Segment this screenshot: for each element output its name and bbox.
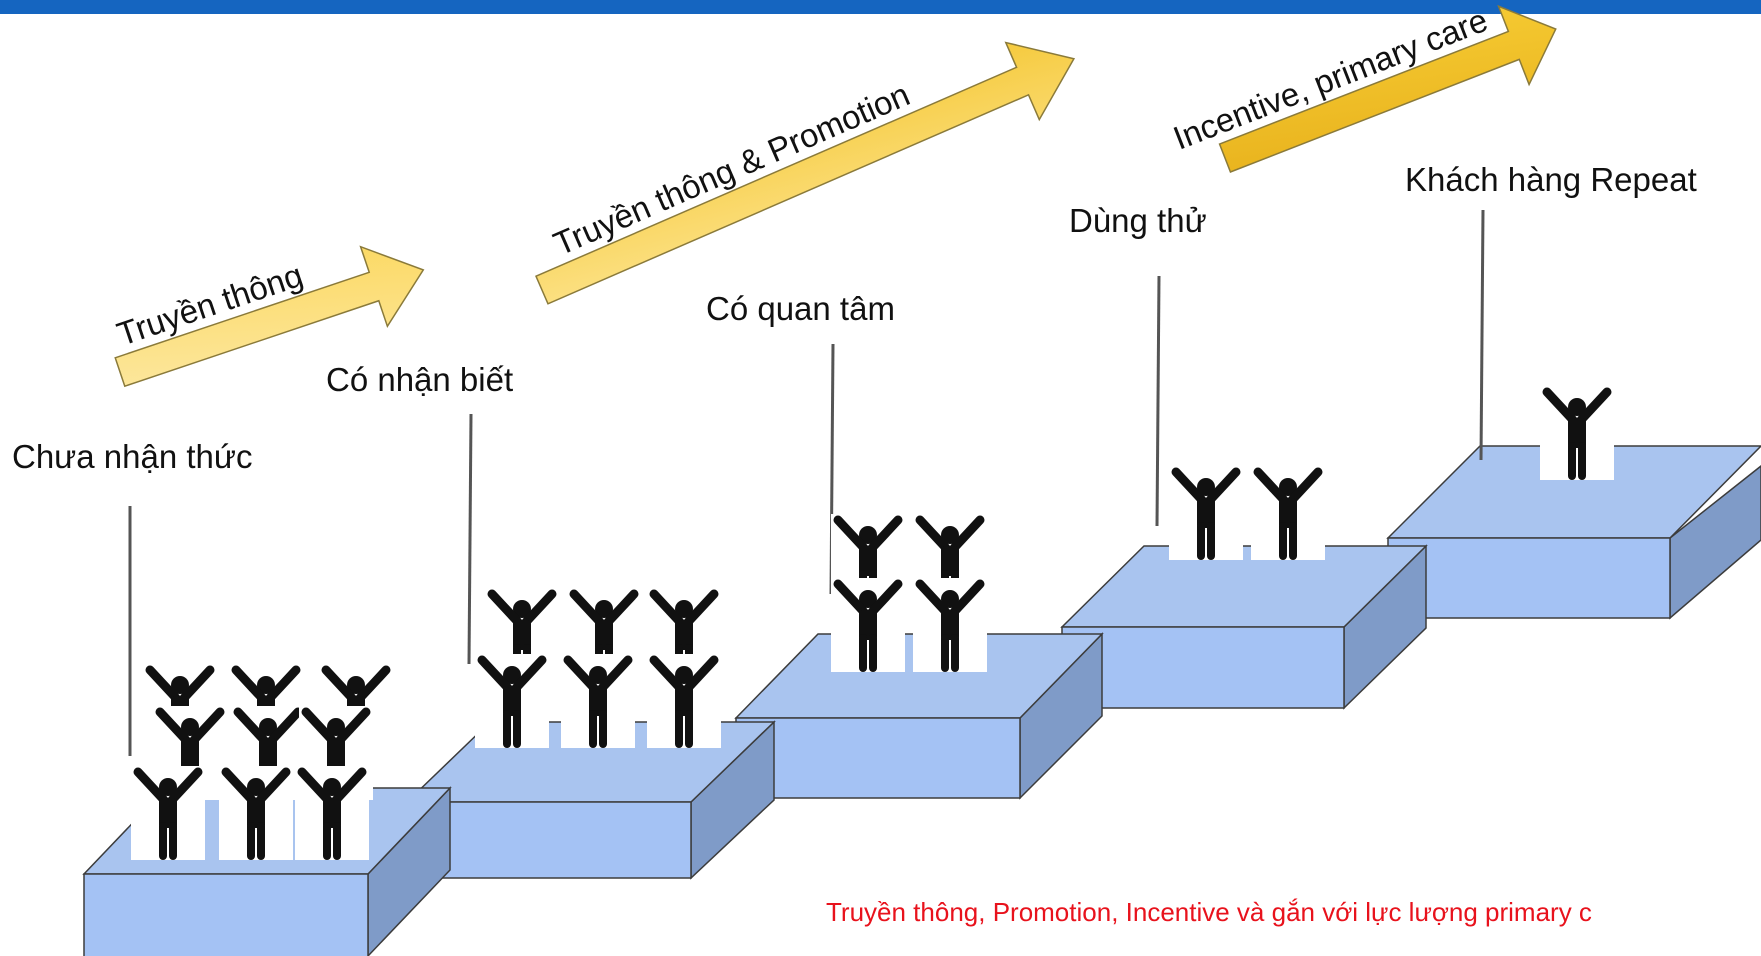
person-icon	[1251, 466, 1325, 560]
pointer-line-5	[1479, 209, 1485, 461]
person-icon	[295, 766, 369, 860]
arrow-1-shape	[114, 245, 425, 388]
pointer-line-2	[467, 413, 473, 665]
person-icon	[475, 654, 549, 748]
stage-label-4: Dùng thử	[1069, 202, 1207, 239]
person-icon	[1169, 466, 1243, 560]
stage-label-3: Có quan tâm	[706, 290, 895, 327]
person-icon	[647, 654, 721, 748]
stage-label-5: Khách hàng Repeat	[1405, 161, 1697, 198]
person-icon	[1540, 386, 1614, 480]
step-5-front	[1387, 537, 1671, 619]
step-4-front	[1061, 626, 1345, 709]
person-icon	[131, 766, 205, 860]
step-2-front	[406, 801, 692, 879]
arrow-3-shape	[1218, 4, 1557, 173]
person-icon	[219, 766, 293, 860]
stage-label-1: Chưa nhận thức	[12, 438, 253, 475]
arrow-2-shape	[535, 41, 1076, 305]
pointer-line-4	[1155, 275, 1161, 527]
person-icon	[561, 654, 635, 748]
step-4	[1060, 544, 1428, 710]
person-icon	[831, 578, 905, 672]
step-3	[734, 632, 1104, 800]
step-5	[1386, 445, 1761, 620]
arrow-2: Truyền thông & Promotion	[535, 41, 1076, 305]
step-1-front	[83, 873, 369, 956]
top-accent-bar	[0, 0, 1761, 14]
person-icon	[913, 578, 987, 672]
stage-label-2: Có nhận biết	[326, 361, 514, 398]
step-3-front	[735, 717, 1021, 799]
footnote-text: Truyền thông, Promotion, Incentive và gắ…	[826, 897, 1592, 927]
